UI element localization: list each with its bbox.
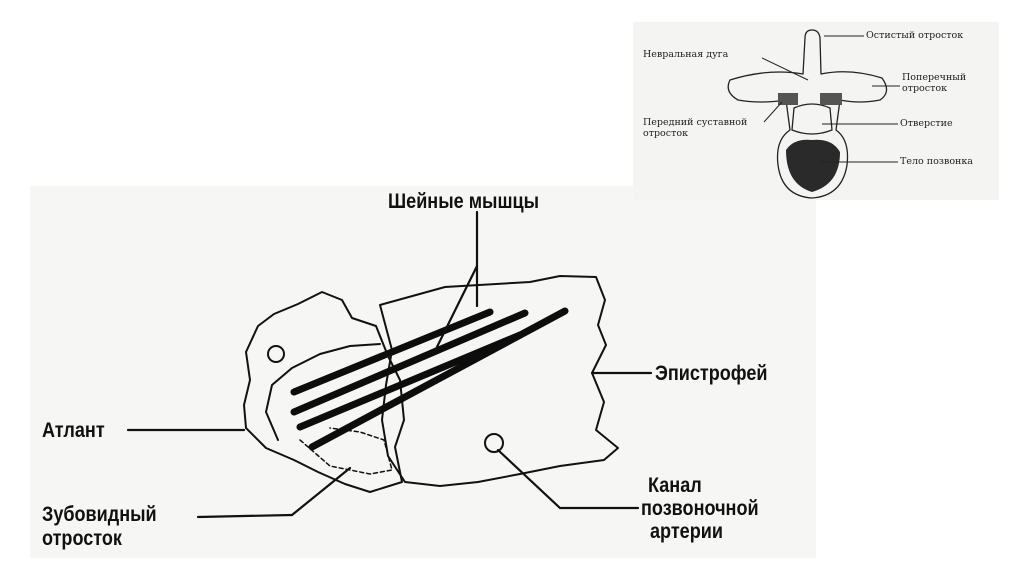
label-canal-line2: позвоночной xyxy=(641,497,759,521)
inset-leader-articular xyxy=(764,102,782,122)
label-neck-muscles: Шейные мышцы xyxy=(388,190,539,214)
inset-label-body: Тело позвонка xyxy=(900,156,973,167)
label-dens-line1: Зубовидный xyxy=(42,503,157,527)
neck-muscle-bands xyxy=(294,311,565,447)
muscle-band-1 xyxy=(294,312,490,392)
inset-label-foramen: Отверстие xyxy=(900,118,953,129)
dens-outline xyxy=(300,428,392,474)
inset-label-articular-line1: Передний суставной xyxy=(643,117,747,128)
inset-label-transverse-line2: отросток xyxy=(902,83,947,94)
leader-dens-2 xyxy=(292,468,350,515)
inset-label-neural-arch: Невральная дуга xyxy=(643,49,728,60)
leader-dens xyxy=(198,515,292,517)
label-epistropheus: Эпистрофей xyxy=(655,362,768,386)
inset-vertebra xyxy=(728,30,886,198)
inset-label-spinous: Остистый отросток xyxy=(866,30,963,41)
inset-leader-neural-arch xyxy=(762,58,808,80)
artery-canal xyxy=(485,434,503,452)
inset-label-transverse-line1: Поперечный xyxy=(902,72,966,83)
inset-label-articular-line2: отросток xyxy=(643,128,688,139)
label-dens-line2: отросток xyxy=(42,527,122,551)
inset-body-fill xyxy=(786,140,840,192)
inset-foramen xyxy=(792,104,832,134)
atlas-foramen xyxy=(268,346,284,362)
leader-canal xyxy=(498,450,638,508)
label-canal-line1: Канал xyxy=(648,474,702,498)
label-atlas: Атлант xyxy=(42,419,105,443)
label-canal-line3: артерии xyxy=(650,520,723,544)
muscle-band-3 xyxy=(300,335,520,427)
inset-articular-right xyxy=(820,93,842,105)
